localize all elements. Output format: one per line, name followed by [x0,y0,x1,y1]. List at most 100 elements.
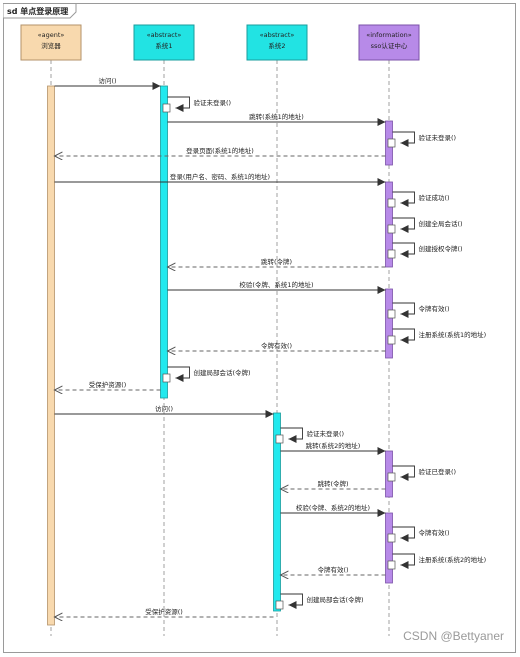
message-arrow [392,191,415,207]
nested-activation [387,309,396,319]
message-label: 令牌有效() [317,565,348,574]
message-label: 注册系统(系统2的地址) [419,555,487,564]
message-label: 创建局部会话(令牌) [307,595,364,604]
message-8[interactable]: 创建全局会话() [387,217,463,234]
message-label: 验证已登录() [419,467,457,476]
message-18[interactable]: 验证未登录() [275,427,345,444]
nested-activation [387,560,396,570]
participant-name: 系统1 [155,41,172,50]
message-arrow [280,593,303,609]
nested-activation [387,472,396,482]
participant-box [20,24,82,61]
message-16[interactable]: 受保护资源() [55,380,161,390]
lifeline-sys1: «abstract» 系统1 [133,24,195,636]
frame-border [3,3,516,653]
message-7[interactable]: 验证成功() [387,191,450,208]
participant-name: 浏览器 [41,41,61,50]
participant-name: 系统2 [268,41,285,50]
message-arrow [280,427,303,443]
message-label: 验证未登录() [307,429,345,438]
message-20[interactable]: 验证已登录() [387,465,457,482]
message-label: 校验(令牌、系统1的地址) [239,280,313,289]
message-label: 访问() [98,76,116,85]
message-label: 登录(用户名、密码、系统1的地址) [170,172,270,181]
lifeline-sys2: «abstract» 系统2 [246,24,308,636]
message-arrow [392,131,415,147]
message-6[interactable]: 登录(用户名、密码、系统1的地址) [54,172,386,186]
activation-bar [385,512,393,584]
participant-sys1[interactable]: «abstract» 系统1 [133,24,195,61]
message-label: 跳转(系统2的地址) [306,441,361,450]
message-label: 跳转(系统1的地址) [249,112,304,121]
message-label: 访问() [155,404,173,413]
nested-activation [387,533,396,543]
message-12[interactable]: 令牌有效() [387,302,450,319]
message-arrow [392,526,415,542]
message-10[interactable]: 跳转(令牌) [168,257,386,267]
message-14[interactable]: 令牌有效() [168,341,386,351]
message-arrow [392,217,415,233]
nested-activation [387,138,396,148]
message-17[interactable]: 访问() [54,404,274,418]
nested-activation [387,198,396,208]
message-arrow [392,553,415,569]
activation-bar [160,85,168,399]
message-label: 受保护资源() [145,607,183,616]
participant-browser[interactable]: «agent» 浏览器 [20,24,82,61]
message-24[interactable]: 注册系统(系统2的地址) [387,553,487,570]
message-9[interactable]: 创建授权令牌() [387,242,463,259]
message-1[interactable]: 访问() [54,76,161,90]
message-27[interactable]: 受保护资源() [55,607,274,617]
message-25[interactable]: 令牌有效() [281,565,386,575]
message-label: 创建授权令牌() [419,244,463,253]
message-label: 校验(令牌、系统2的地址) [296,503,370,512]
message-26[interactable]: 创建局部会话(令牌) [275,593,364,610]
message-label: 登录页面(系统1的地址) [186,146,254,155]
participant-box [358,24,420,61]
message-label: 跳转(令牌) [317,479,348,488]
message-label: 验证未登录() [194,98,232,107]
message-23[interactable]: 令牌有效() [387,526,450,543]
message-15[interactable]: 创建局部会话(令牌) [162,366,251,383]
participant-stereotype: «abstract» [147,31,182,39]
message-label: 令牌有效() [261,341,292,350]
participant-sys2[interactable]: «abstract» 系统2 [246,24,308,61]
message-label: 创建局部会话(令牌) [194,368,251,377]
participant-stereotype: «information» [366,31,411,39]
message-label: 注册系统(系统1的地址) [419,330,487,339]
nested-activation [275,434,284,444]
message-22[interactable]: 校验(令牌、系统2的地址) [280,503,386,517]
message-3[interactable]: 跳转(系统1的地址) [167,112,386,126]
participant-stereotype: «abstract» [260,31,295,39]
message-label: 令牌有效() [419,528,450,537]
nested-activation [162,373,171,383]
message-arrow [167,366,190,382]
message-4[interactable]: 验证未登录() [387,131,457,148]
watermark-text: CSDN @Bettyaner [403,629,504,643]
message-2[interactable]: 验证未登录() [162,96,232,113]
message-label: 令牌有效() [419,304,450,313]
participant-name: sso认证中心 [371,41,408,50]
message-11[interactable]: 校验(令牌、系统1的地址) [167,280,386,294]
participant-stereotype: «agent» [38,31,65,39]
nested-activation [275,600,284,610]
participant-sso[interactable]: «information» sso认证中心 [358,24,420,61]
nested-activation [387,224,396,234]
message-arrow [392,328,415,344]
message-label: 跳转(令牌) [261,257,292,266]
participant-box [133,24,195,61]
message-label: 验证未登录() [419,133,457,142]
message-arrow [167,96,190,112]
activation-bar [385,181,393,268]
nested-activation [387,335,396,345]
message-13[interactable]: 注册系统(系统1的地址) [387,328,487,345]
frame-title: sd 单点登录原理 [7,6,68,16]
message-label: 验证成功() [419,193,450,202]
message-19[interactable]: 跳转(系统2的地址) [280,441,386,455]
nested-activation [162,103,171,113]
nested-activation [387,249,396,259]
message-5[interactable]: 登录页面(系统1的地址) [55,146,386,156]
frame-title-tab [3,3,77,19]
message-21[interactable]: 跳转(令牌) [281,479,386,489]
